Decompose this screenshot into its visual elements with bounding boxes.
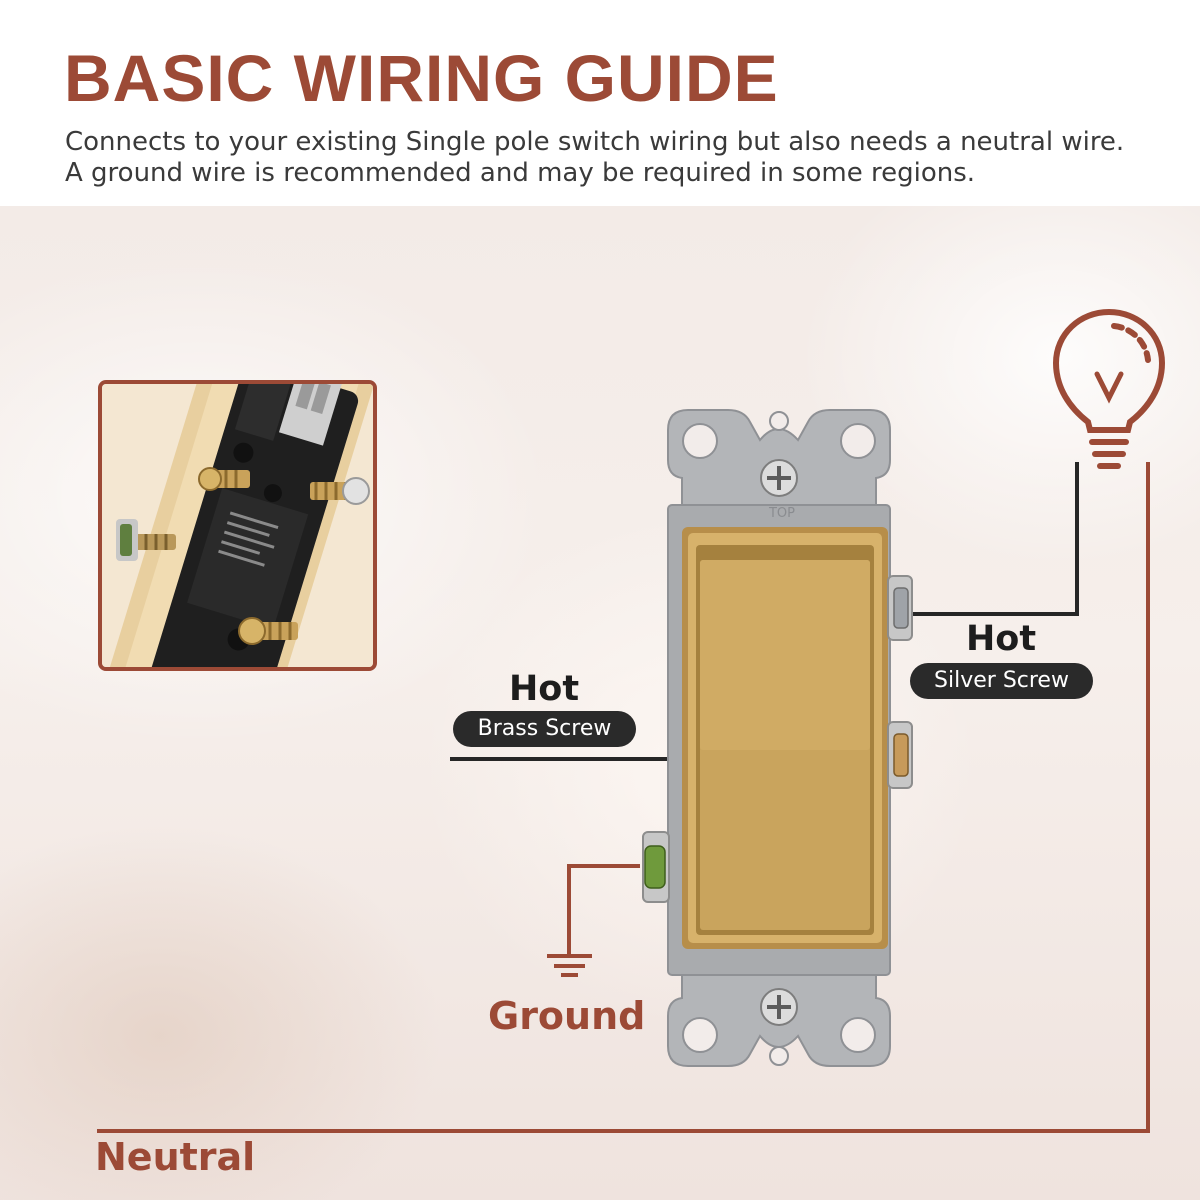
ground-screw-terminal (642, 831, 670, 903)
page-subtitle: Connects to your existing Single pole sw… (65, 127, 1185, 189)
plate-marking-top: TOP (768, 506, 795, 521)
subtitle-line-1: Connects to your existing Single pole sw… (65, 127, 1125, 157)
brass-screw-top (310, 477, 370, 505)
ground-symbol-icon (547, 954, 592, 977)
brass-screw-left (198, 467, 250, 491)
ground-screw-inset (116, 519, 176, 561)
hot-label-right: Hot (966, 619, 1037, 659)
subtitle-line-2: A ground wire is recommended and may be … (65, 158, 976, 188)
mounting-screw-top (760, 459, 798, 497)
brass-screw-badge: Brass Screw (453, 711, 636, 747)
brass-screw-bottom (238, 617, 298, 645)
header: BASIC WIRING GUIDE Connects to your exis… (0, 0, 1200, 206)
switch-closeup-photo (98, 380, 377, 671)
neutral-wire (97, 462, 1150, 1133)
neutral-label: Neutral (95, 1135, 256, 1179)
switch-mechanism-illustration (102, 384, 373, 667)
light-bulb-icon (1052, 308, 1166, 469)
mounting-screw-bottom (760, 988, 798, 1026)
hot-label-left: Hot (509, 669, 580, 709)
ground-wire (567, 864, 640, 955)
rocker-switch (682, 527, 888, 949)
hot-wire-silver (912, 462, 1079, 616)
page-title: BASIC WIRING GUIDE (64, 41, 779, 115)
ground-label: Ground (488, 994, 646, 1038)
brass-screw-terminal-side (887, 721, 913, 789)
silver-screw-badge: Silver Screw (910, 663, 1093, 699)
silver-screw-terminal (887, 575, 913, 641)
